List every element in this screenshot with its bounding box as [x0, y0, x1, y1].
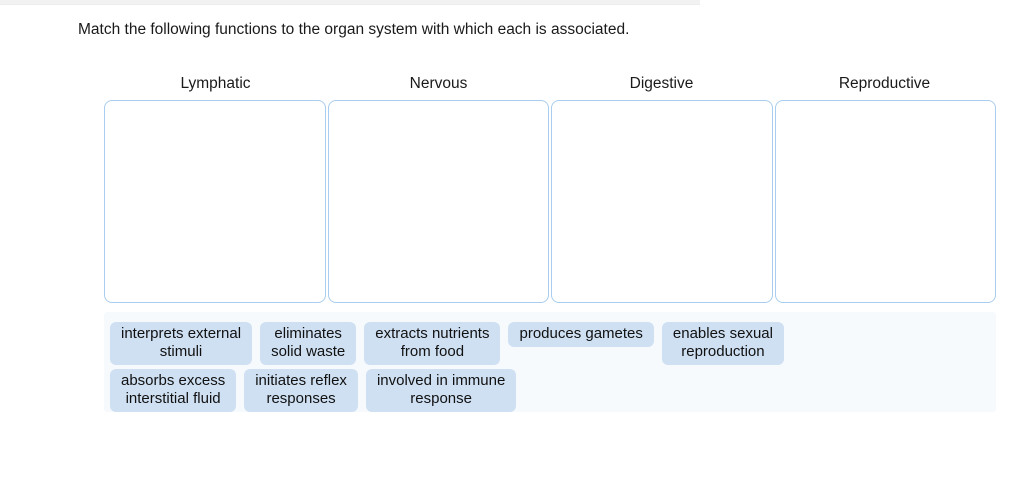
answer-tile[interactable]: interprets external stimuli: [110, 322, 253, 365]
answer-tile[interactable]: produces gametes: [508, 322, 654, 347]
instruction-text: Match the following functions to the org…: [78, 21, 630, 38]
answer-tile[interactable]: involved in immune response: [365, 369, 517, 412]
answer-tile-row-2: absorbs excess interstitial fluid initia…: [110, 369, 990, 412]
answer-tile[interactable]: eliminates solid waste: [260, 322, 357, 365]
answer-tile[interactable]: enables sexual reproduction: [661, 322, 784, 365]
answer-tile[interactable]: initiates reflex responses: [244, 369, 358, 412]
dropzone-digestive[interactable]: [551, 100, 773, 303]
column-header-nervous: Nervous: [409, 75, 468, 92]
dropzone-reproductive[interactable]: [774, 100, 996, 303]
column-header-reproductive: Reproductive: [838, 75, 931, 92]
answer-tile-bank: interprets external stimuli eliminates s…: [104, 312, 996, 412]
answer-tile[interactable]: absorbs excess interstitial fluid: [110, 369, 237, 412]
dropzones-row: [104, 100, 996, 303]
column-header-digestive: Digestive: [629, 75, 694, 92]
column-headers-row: Lymphatic Nervous Digestive Reproductive: [104, 74, 996, 94]
column-header-lymphatic: Lymphatic: [180, 75, 251, 92]
top-chrome-band: [0, 0, 700, 5]
dropzone-nervous[interactable]: [327, 100, 549, 303]
dropzone-lymphatic[interactable]: [104, 100, 326, 303]
answer-tile[interactable]: extracts nutrients from food: [364, 322, 501, 365]
answer-tile-row-1: interprets external stimuli eliminates s…: [110, 322, 990, 365]
